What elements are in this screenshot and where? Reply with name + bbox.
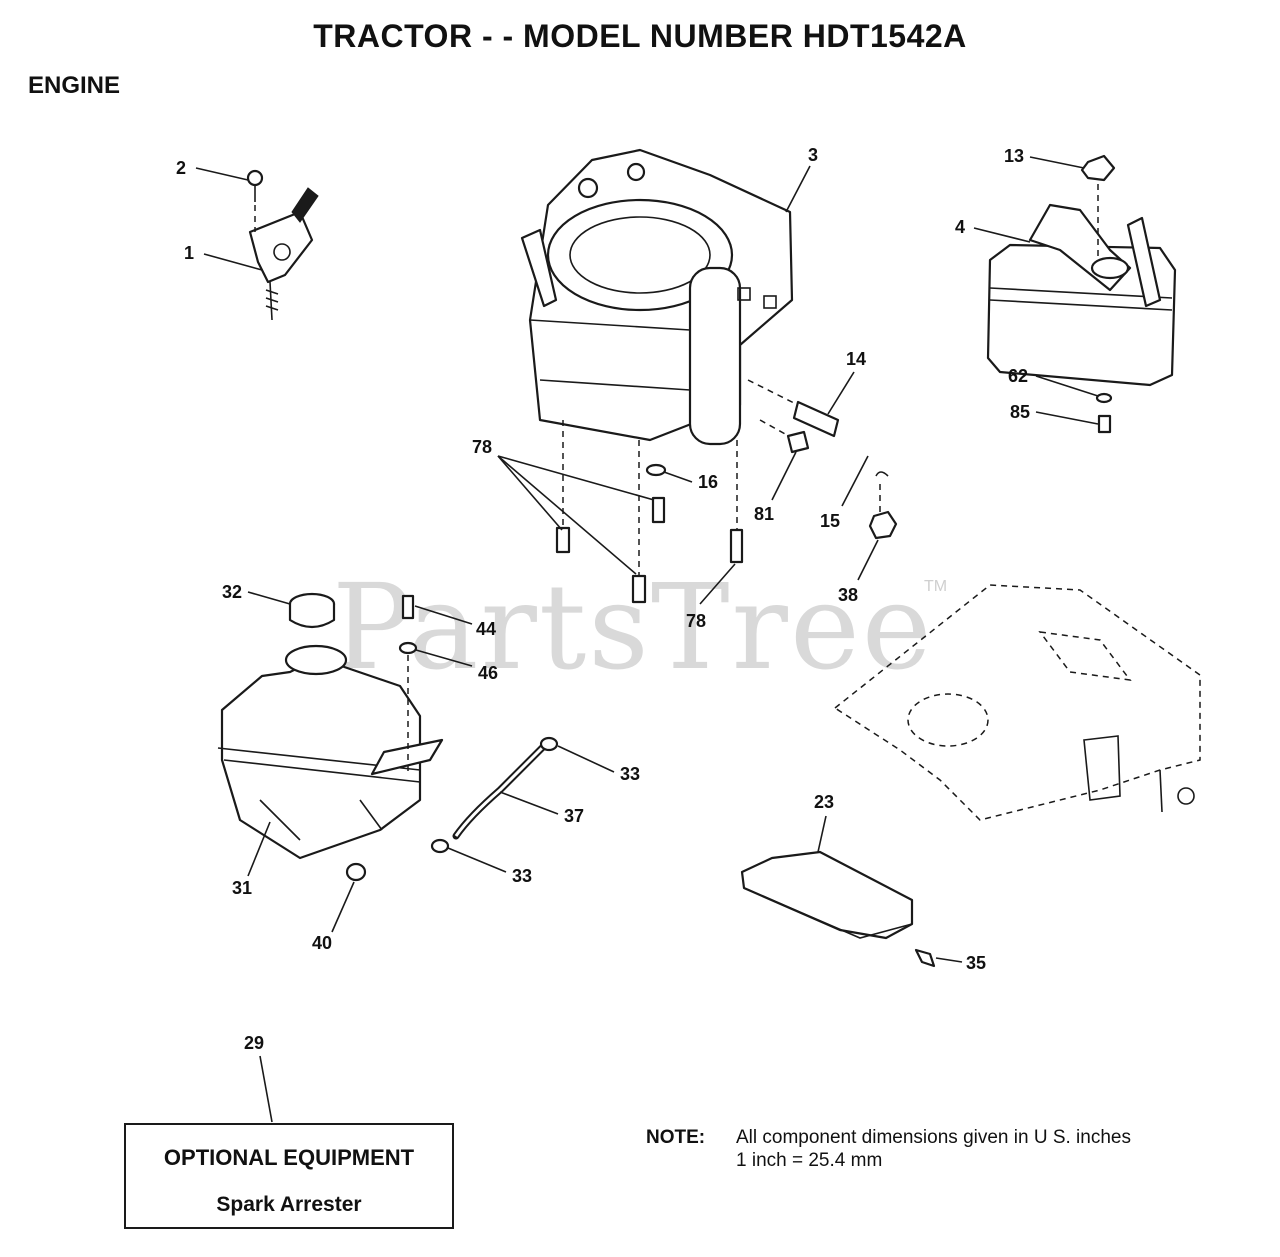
leader-3 — [785, 165, 811, 213]
bolt-parts-78[interactable] — [555, 496, 744, 604]
watermark: PartsTree — [332, 558, 934, 696]
leader-78-b — [497, 455, 563, 531]
clamp-part-33a[interactable] — [539, 736, 559, 752]
grommet-part-40[interactable] — [345, 862, 367, 882]
leader-2 — [195, 167, 249, 181]
callout-35: 35 — [966, 953, 987, 973]
optional-equipment-title: OPTIONAL EQUIPMENT — [163, 1145, 415, 1170]
leader-46 — [415, 649, 473, 667]
leader-40 — [331, 881, 355, 933]
leader-37 — [499, 791, 559, 815]
bolt-part-85[interactable] — [1097, 414, 1112, 434]
nut-part-38[interactable] — [868, 510, 898, 540]
leader-85 — [1035, 411, 1099, 425]
callout-46: 46 — [478, 663, 499, 683]
callout-78-bottom: 78 — [686, 611, 707, 631]
leader-1 — [203, 253, 263, 271]
callout-31: 31 — [232, 878, 253, 898]
clamp-part-33b[interactable] — [430, 838, 450, 854]
leader-78-c — [497, 455, 637, 575]
callout-85: 85 — [1010, 402, 1031, 422]
leader-32 — [247, 591, 291, 605]
leader-13 — [1029, 156, 1085, 169]
leader-81 — [771, 451, 797, 501]
washer-part-46[interactable] — [398, 641, 418, 655]
callout-40: 40 — [312, 933, 333, 953]
fuel-cap-part-32[interactable] — [288, 592, 336, 629]
pipe-part-14[interactable] — [792, 400, 840, 438]
heat-shield-part-23[interactable] — [740, 850, 914, 940]
leader-31 — [247, 821, 271, 877]
callout-78-top: 78 — [472, 437, 493, 457]
watermark-trademark: TM — [924, 578, 948, 595]
leader-44 — [414, 605, 473, 625]
nut-part-81[interactable] — [786, 430, 810, 454]
leader-33-b — [447, 847, 507, 873]
engine-part[interactable] — [520, 148, 794, 446]
page-title: TRACTOR - - MODEL NUMBER HDT1542A — [313, 18, 967, 54]
leader-14 — [827, 371, 855, 415]
leader-78-a — [497, 455, 655, 501]
note-line-1: All component dimensions given in U S. i… — [736, 1127, 1131, 1148]
callout-4: 4 — [955, 217, 966, 237]
leader-15 — [841, 455, 869, 507]
callout-29: 29 — [244, 1033, 265, 1053]
callout-23: 23 — [814, 792, 835, 812]
leader-23 — [817, 815, 827, 853]
section-title: ENGINE — [28, 72, 121, 99]
muffler-part[interactable] — [986, 203, 1177, 387]
throttle-control-part[interactable] — [248, 187, 319, 321]
washer-part-16[interactable] — [645, 463, 667, 477]
callout-32: 32 — [222, 582, 243, 602]
leader-33-a — [557, 745, 615, 773]
screw-part-35[interactable] — [914, 948, 936, 968]
callout-2: 2 — [176, 158, 187, 178]
note-line-2: 1 inch = 25.4 mm — [736, 1150, 883, 1171]
optional-equipment-box: OPTIONAL EQUIPMENT Spark Arrester — [124, 1123, 454, 1229]
leader-62 — [1035, 375, 1099, 397]
callout-16: 16 — [698, 472, 719, 492]
leader-35 — [935, 957, 963, 963]
leader-38 — [857, 539, 879, 581]
callout-33-top: 33 — [620, 764, 641, 784]
leader-78-d — [699, 563, 736, 605]
callout-81: 81 — [754, 504, 775, 524]
callout-37: 37 — [564, 806, 585, 826]
screw-part-44[interactable] — [401, 594, 415, 620]
clip-part-15[interactable] — [875, 471, 889, 477]
note-label: NOTE: — [646, 1127, 706, 1148]
callout-14: 14 — [846, 349, 867, 369]
callout-44: 44 — [476, 619, 497, 639]
callout-3: 3 — [808, 145, 819, 165]
gasket-part-13[interactable] — [1080, 154, 1116, 182]
callout-62: 62 — [1008, 366, 1029, 386]
callout-13: 13 — [1004, 146, 1025, 166]
optional-equipment-item: Spark Arrester — [216, 1193, 362, 1216]
callout-38: 38 — [838, 585, 859, 605]
washer-part-62[interactable] — [1095, 392, 1113, 404]
callout-15: 15 — [820, 511, 841, 531]
leader-29 — [259, 1055, 273, 1123]
callout-1: 1 — [184, 243, 195, 263]
screw-part-2[interactable] — [246, 169, 264, 232]
frame-part[interactable] — [833, 584, 1201, 821]
leader-4 — [973, 227, 1031, 243]
leader-16 — [663, 471, 693, 483]
fuel-tank-part[interactable] — [217, 644, 444, 860]
callout-33-bottom: 33 — [512, 866, 533, 886]
